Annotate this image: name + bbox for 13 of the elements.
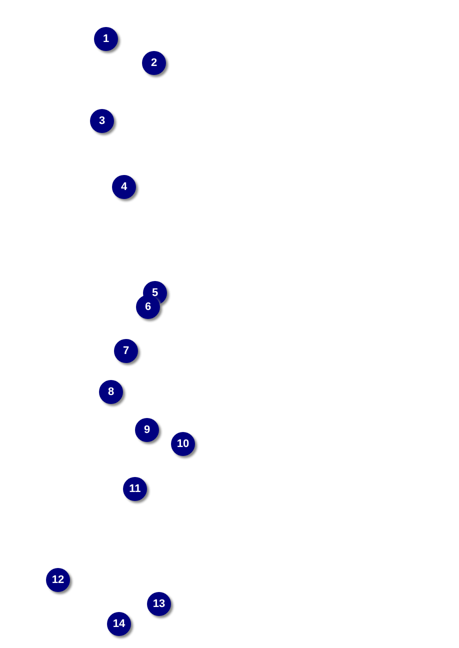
callout-number: 14 bbox=[107, 612, 131, 636]
callout-number: 2 bbox=[142, 51, 166, 75]
callout-number: 4 bbox=[112, 175, 136, 199]
callout-number: 13 bbox=[147, 592, 171, 616]
callout-number: 3 bbox=[90, 109, 114, 133]
callout-number: 9 bbox=[135, 418, 159, 442]
callout-number: 8 bbox=[99, 380, 123, 404]
callout-number: 1 bbox=[94, 27, 118, 51]
callout-number: 11 bbox=[123, 477, 147, 501]
callout-number: 10 bbox=[171, 432, 195, 456]
callout-number: 7 bbox=[114, 339, 138, 363]
callout-number: 12 bbox=[46, 568, 70, 592]
callout-number: 6 bbox=[136, 295, 160, 319]
